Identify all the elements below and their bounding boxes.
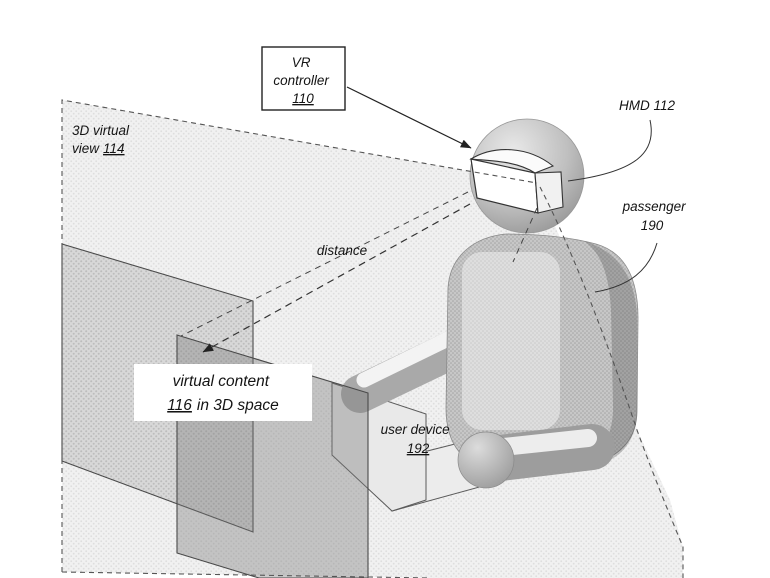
passenger-near-arm	[457, 424, 615, 489]
passenger-back-shading	[556, 241, 637, 469]
view-frustum-line-lower	[512, 207, 538, 263]
distance-arrow	[202, 203, 471, 353]
passenger-hand	[457, 431, 515, 489]
passenger-torso	[445, 233, 639, 472]
distance-label: distance	[317, 243, 367, 258]
hmd-label: HMD 112	[619, 98, 676, 113]
hmd-headset	[469, 149, 564, 214]
passenger-far-arm	[341, 329, 475, 413]
vr-controller-arrow	[346, 86, 472, 149]
vr-controller-label-box	[261, 46, 346, 111]
hmd-leader-line	[567, 119, 652, 182]
user-device-label: user device 192	[381, 422, 454, 456]
virtual-content-label-box	[134, 364, 312, 421]
view-frustum-lines	[180, 191, 538, 337]
passenger-callout: passenger 190	[594, 199, 690, 293]
hmd-callout: HMD 112	[567, 98, 676, 182]
passenger-label: passenger 190	[622, 199, 690, 233]
user-device-screen	[331, 382, 427, 512]
view-frustum-line-upper	[180, 191, 469, 337]
hmd-side-face	[534, 171, 564, 214]
passenger-leader-line	[594, 242, 658, 293]
virtual-view-border	[61, 99, 684, 578]
vr-controller-callout: VR controller 110	[261, 46, 472, 149]
vr-controller-label: VR controller 110	[273, 55, 332, 106]
hmd-top-face	[469, 149, 555, 174]
passenger-chest-panel	[462, 252, 560, 430]
